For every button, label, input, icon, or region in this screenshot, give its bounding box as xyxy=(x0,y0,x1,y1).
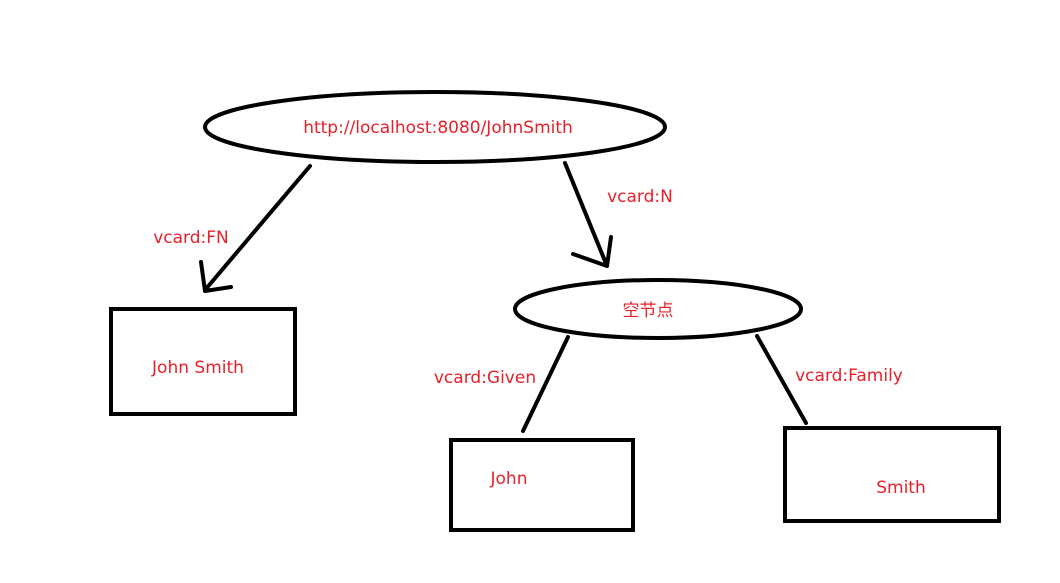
edge-vcard-fn xyxy=(199,164,312,293)
edge-line-n xyxy=(563,161,609,268)
given-literal-label: John xyxy=(490,469,528,489)
edge-vcard-given xyxy=(521,335,570,433)
blank-node-ellipse xyxy=(513,278,803,340)
edge-label-n: vcard:N xyxy=(607,187,673,207)
node-fn-literal: John Smith xyxy=(109,307,297,416)
edge-line-family xyxy=(755,334,808,425)
arrowhead-n xyxy=(571,235,613,268)
edge-line-given xyxy=(521,335,570,433)
node-family-literal: Smith xyxy=(783,426,1001,523)
given-literal-box xyxy=(449,438,635,532)
node-root-resource: http://localhost:8080/JohnSmith xyxy=(203,90,667,164)
root-resource-label: http://localhost:8080/JohnSmith xyxy=(303,118,573,138)
family-literal-label: Smith xyxy=(876,478,926,498)
edge-label-family: vcard:Family xyxy=(795,366,903,386)
edge-label-given: vcard:Given xyxy=(434,368,536,388)
root-ellipse xyxy=(203,90,667,164)
node-blank: 空节点 xyxy=(513,278,803,340)
blank-node-label: 空节点 xyxy=(623,301,674,321)
fn-literal-label: John Smith xyxy=(151,358,244,378)
node-given-literal: John xyxy=(449,438,635,532)
edge-line-fn xyxy=(203,164,312,292)
fn-literal-box xyxy=(109,307,297,416)
edge-vcard-family xyxy=(755,334,808,425)
family-literal-box xyxy=(783,426,1001,523)
edge-vcard-n xyxy=(563,161,613,268)
arrowhead-fn xyxy=(199,260,233,293)
edge-label-fn: vcard:FN xyxy=(153,228,229,248)
